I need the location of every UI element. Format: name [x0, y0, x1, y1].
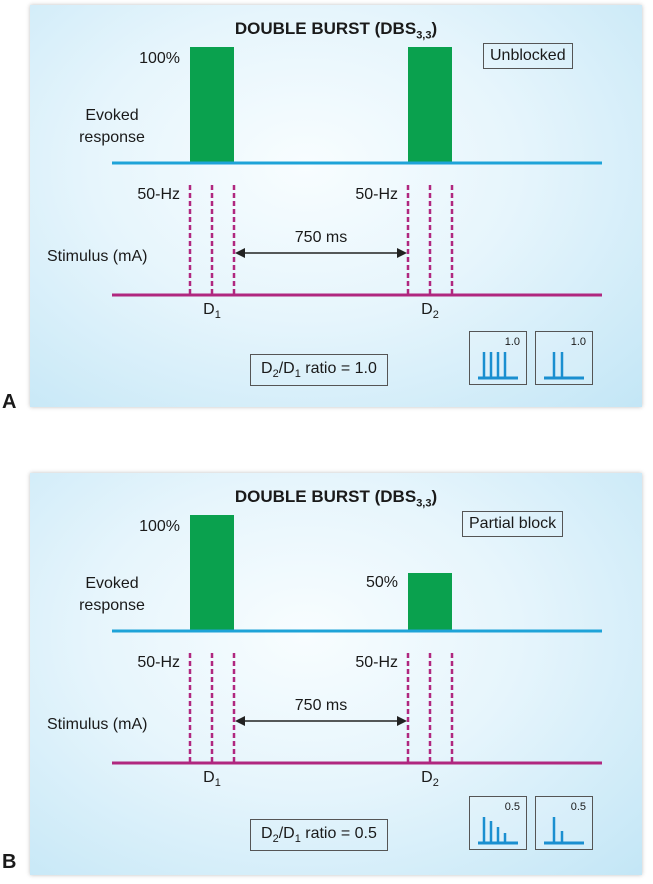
d1-label: D1: [203, 301, 221, 321]
tof-icon: 0.5: [469, 796, 527, 850]
d1-response-bar: [190, 515, 234, 631]
tof-icon: 1.0: [469, 331, 527, 385]
d1-label: D1: [203, 769, 221, 789]
evoked-label-line1: Evoked: [85, 575, 139, 592]
dbs-icon-value: 0.5: [570, 801, 586, 813]
panel-title: DOUBLE BURST (DBS3,3): [234, 19, 438, 42]
panel-a: DOUBLE BURST (DBS3,3) Unblocked 100% Evo…: [30, 5, 642, 407]
status-badge: Unblocked: [483, 43, 573, 70]
tof-icon-value: 0.5: [504, 801, 520, 813]
dbs-icon: 1.0: [535, 331, 593, 385]
panel-letter-b: B: [2, 851, 17, 873]
evoked-label-line2: response: [79, 597, 145, 614]
ratio-box: D2/D1 ratio = 0.5: [250, 819, 388, 852]
d1-percent-label: 100%: [139, 50, 180, 67]
status-badge: Partial block: [462, 511, 564, 538]
d2-label: D2: [421, 301, 439, 321]
interval-arrow: [235, 716, 407, 726]
panel-a-graphics: [112, 47, 602, 297]
d2-percent-label: 50%: [365, 574, 398, 591]
interval-label: 750 ms: [294, 229, 348, 246]
dbs-icon: 0.5: [535, 796, 593, 850]
d1-response-bar: [190, 47, 234, 163]
hz-label-2: 50-Hz: [355, 186, 398, 203]
d2-response-bar: [408, 573, 452, 631]
stimulus-label: Stimulus (mA): [47, 248, 148, 265]
panel-letter-a: A: [2, 391, 17, 413]
stimulus-label: Stimulus (mA): [47, 716, 148, 733]
hz-label-1: 50-Hz: [137, 654, 180, 671]
d1-percent-label: 100%: [139, 518, 180, 535]
hz-label-1: 50-Hz: [137, 186, 180, 203]
dbs-icon-value: 1.0: [570, 336, 586, 348]
evoked-label-line1: Evoked: [85, 107, 139, 124]
d2-response-bar: [408, 47, 452, 163]
interval-label: 750 ms: [294, 697, 348, 714]
ratio-box: D2/D1 ratio = 1.0: [250, 354, 388, 387]
d2-label: D2: [421, 769, 439, 789]
evoked-label-line2: response: [79, 129, 145, 146]
panel-b-graphics: [112, 515, 602, 765]
panel-b: DOUBLE BURST (DBS3,3) Partial block 100%…: [30, 473, 642, 875]
interval-arrow: [235, 248, 407, 258]
tof-icon-value: 1.0: [504, 336, 520, 348]
hz-label-2: 50-Hz: [355, 654, 398, 671]
panel-title: DOUBLE BURST (DBS3,3): [234, 487, 438, 510]
